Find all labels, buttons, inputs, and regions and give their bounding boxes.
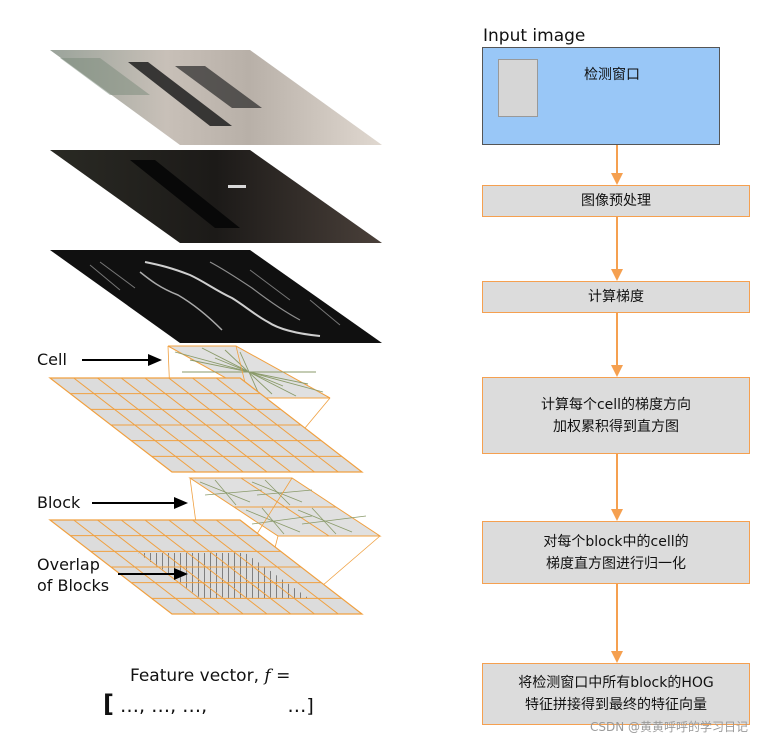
cell-label: Cell — [37, 350, 67, 369]
feature-vector: [ …, …, …, …] — [103, 690, 314, 718]
grid-col-line — [192, 519, 315, 615]
grid-col-line — [144, 377, 268, 473]
step-line: 将检测窗口中所有block的HOG — [518, 675, 714, 691]
step-block-normalize: 对每个block中的cell的 梯度直方图进行归一化 — [482, 521, 750, 584]
step-line: 计算每个cell的梯度方向 — [540, 396, 692, 413]
step-line: 计算梯度 — [588, 289, 644, 305]
cell-grid — [48, 377, 364, 473]
input-image-title: Input image — [483, 26, 586, 46]
watermark: CSDN @黄黄呼呼的学习日记 — [589, 720, 748, 734]
grid-col-line — [168, 519, 292, 615]
step-line: 图像预处理 — [581, 193, 651, 209]
vector-items: …, …, …, — [120, 695, 208, 717]
step-concat-features: 将检测窗口中所有block的HOG 特征拼接得到最终的特征向量 — [482, 663, 750, 725]
photo-layer — [50, 50, 382, 145]
block-magnified — [188, 477, 382, 599]
feature-vector-text: Feature vector, — [130, 666, 259, 686]
grid-col-line — [192, 377, 315, 473]
grid-col-line — [168, 377, 292, 473]
grid-col-line — [97, 377, 220, 473]
step-cell-histogram: 计算每个cell的梯度方向 加权累积得到直方图 — [482, 377, 750, 454]
detection-window — [498, 59, 538, 117]
feature-symbol: f — [264, 666, 271, 686]
vector-tail: …] — [287, 695, 314, 717]
overlap-label-line2: of Blocks — [37, 576, 110, 595]
vector-open-bracket: [ — [103, 690, 114, 718]
grid-col-line — [120, 519, 244, 615]
gradient-layer — [50, 250, 382, 343]
block-grid — [48, 519, 364, 615]
grid-col-line — [144, 519, 268, 615]
dark-photo-layer — [50, 150, 382, 243]
overlap-label-line1: Overlap — [37, 555, 100, 574]
grid-col-line — [215, 519, 339, 615]
grid-col-line — [73, 377, 197, 473]
flow-arrows — [611, 145, 623, 663]
step-line: 梯度直方图进行归一化 — [546, 555, 686, 572]
detection-window-label: 检测窗口 — [584, 67, 640, 83]
grid-col-line — [120, 377, 244, 473]
step-line: 加权累积得到直方图 — [553, 418, 679, 435]
block-label: Block — [37, 493, 81, 512]
grid-col-line — [73, 519, 197, 615]
step-line: 特征拼接得到最终的特征向量 — [525, 697, 707, 713]
grid-col-line — [97, 519, 220, 615]
feature-vector-label: Feature vector, f = — [130, 666, 290, 686]
grid-col-line — [215, 377, 339, 473]
step-preprocess: 图像预处理 — [482, 185, 750, 217]
step-gradient: 计算梯度 — [482, 281, 750, 313]
input-image-box: 检测窗口 — [482, 47, 720, 145]
feature-equals: = — [276, 666, 291, 686]
step-line: 对每个block中的cell的 — [543, 533, 689, 550]
